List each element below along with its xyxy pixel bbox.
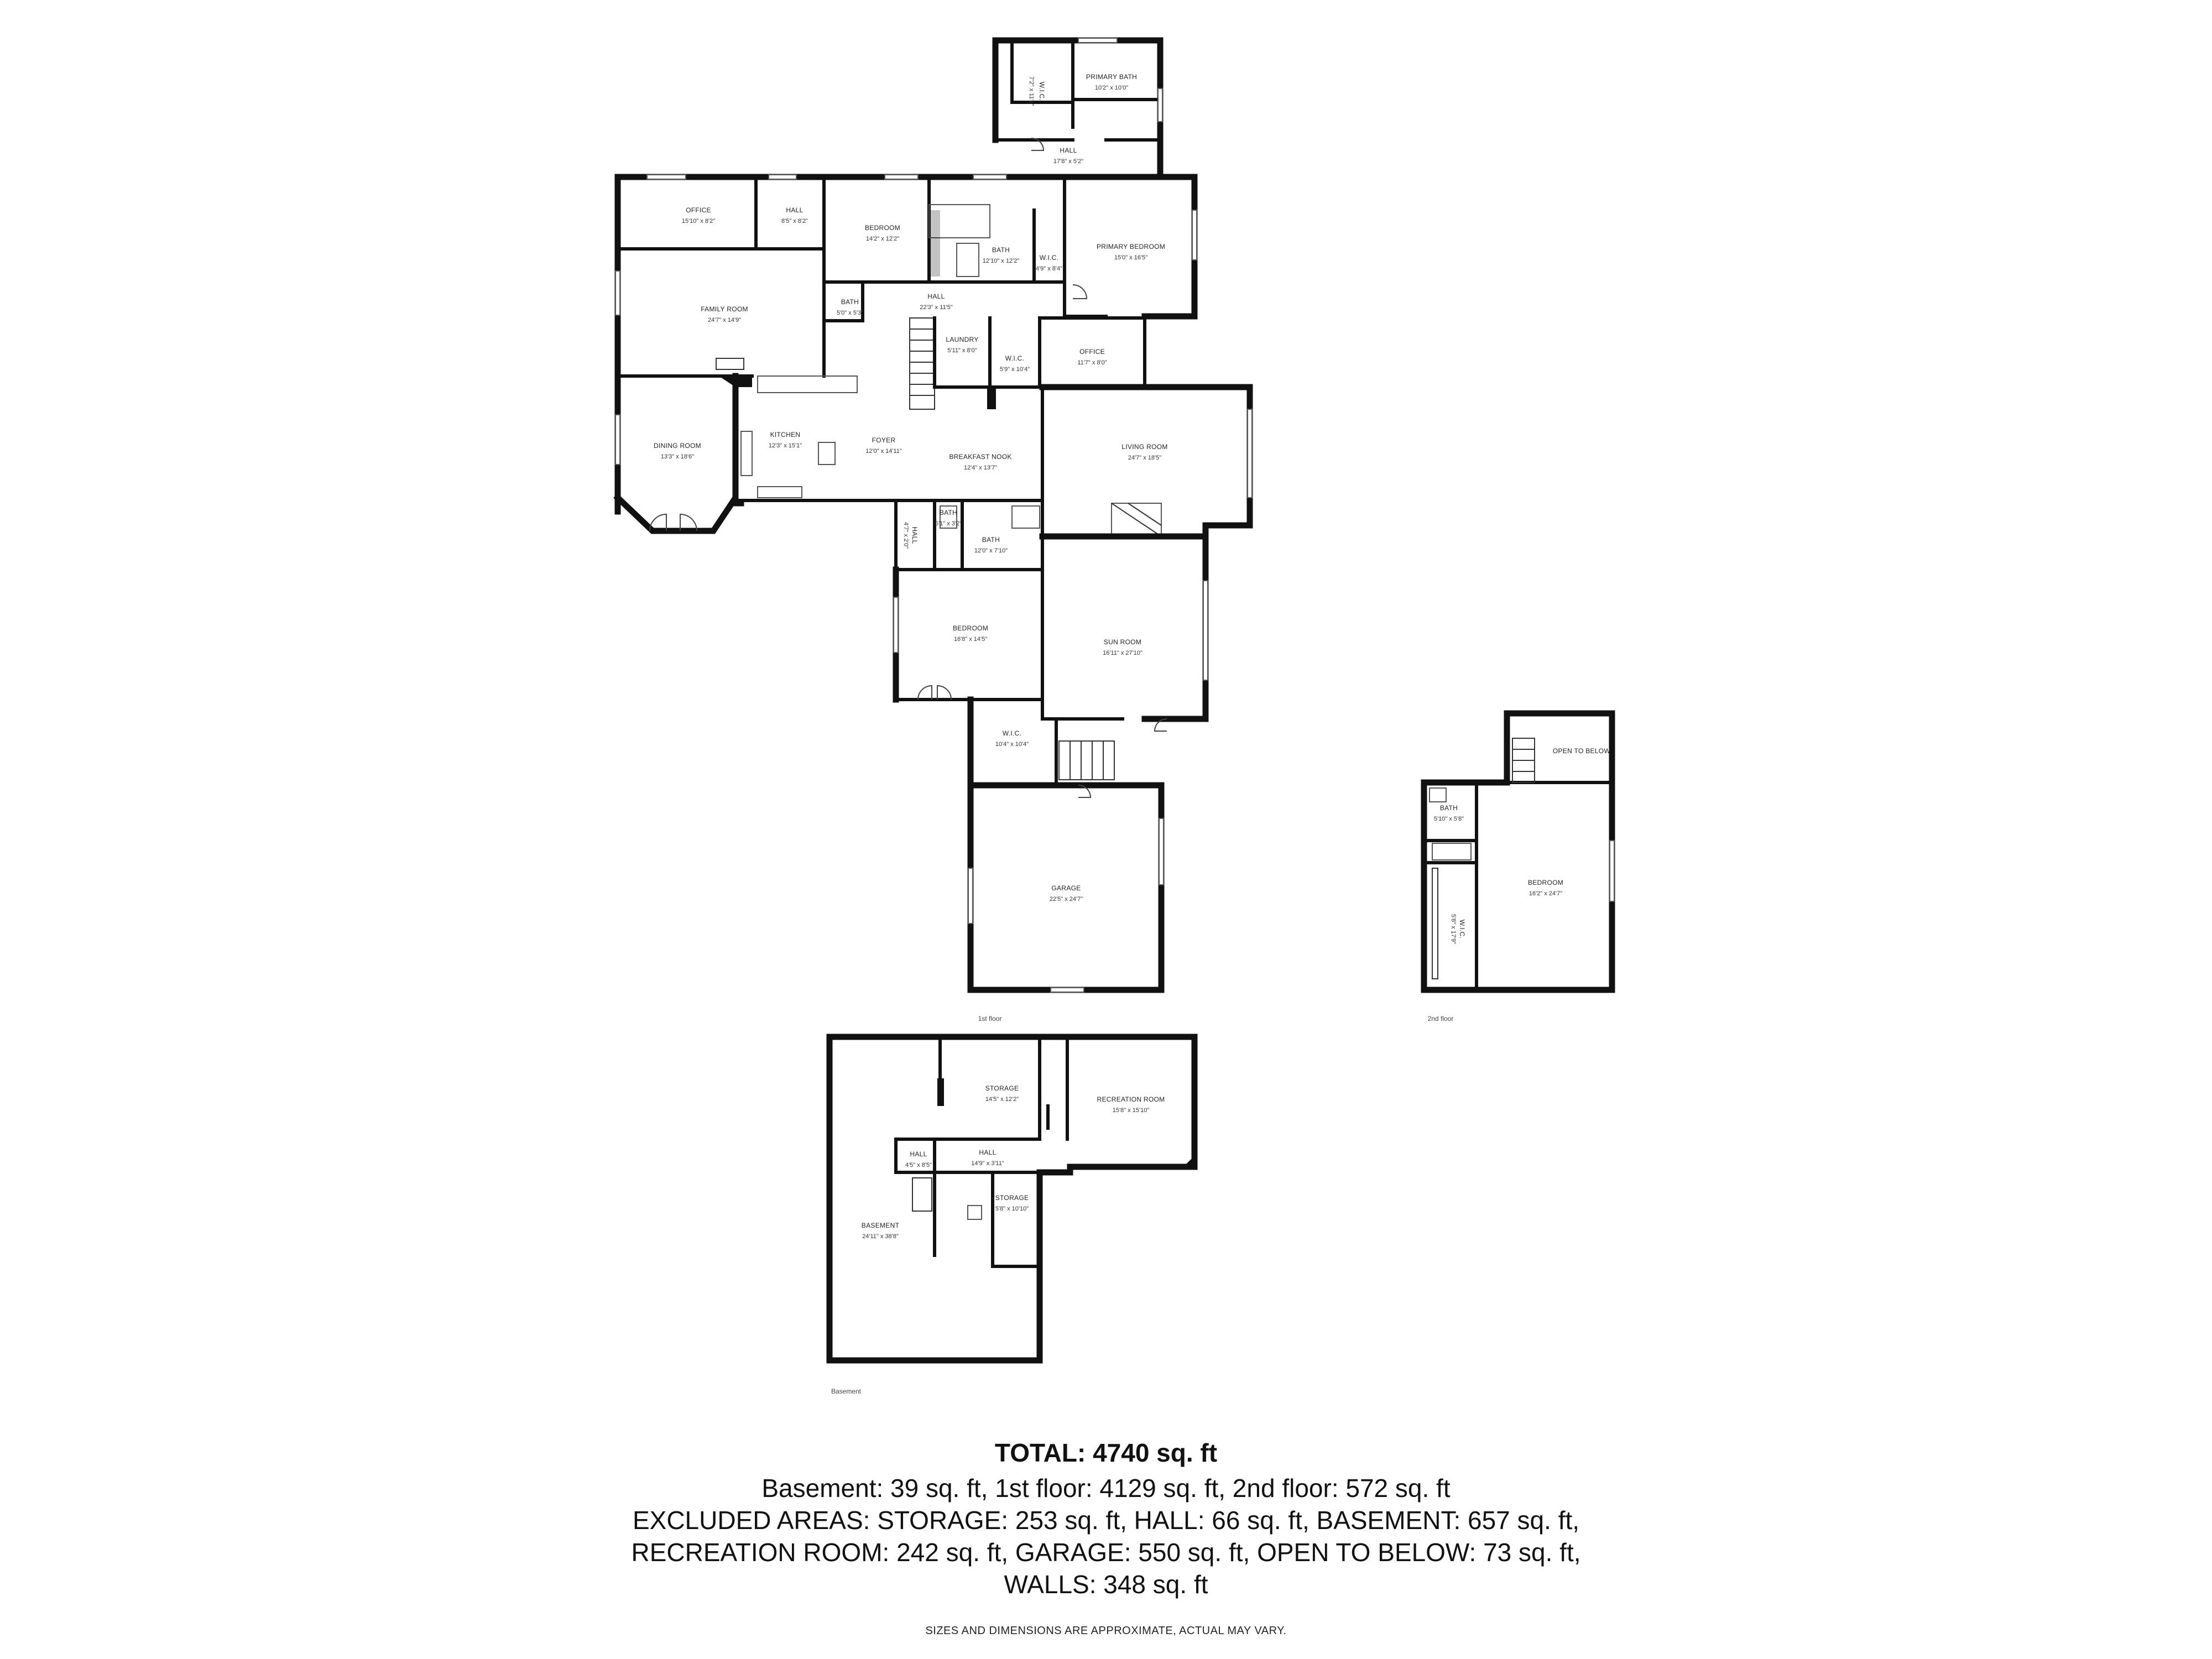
room-name-primary-bath: PRIMARY BATH [1086, 73, 1137, 81]
room-dim-hall-main: 22'3" x 11'5" [920, 304, 953, 311]
room-name-bath-2f: BATH [1440, 804, 1458, 812]
area-breakdown: Basement: 39 sq. ft, 1st floor: 4129 sq.… [0, 1472, 2212, 1600]
room-dim-storage-b1: 14'5" x 12'2" [985, 1096, 1019, 1103]
room-name-office-nw: OFFICE [686, 206, 711, 214]
room-name-office-mid: OFFICE [1079, 348, 1105, 356]
room-dim-bath-n: 12'10" x 12'2" [983, 258, 1020, 264]
room-name-hall-top: HALL [1060, 147, 1077, 154]
room-name-wic-n: W.I.C. [1040, 254, 1058, 262]
room-name-wic-top: W.I.C. [1038, 82, 1046, 101]
room-name-living-room: LIVING ROOM [1121, 443, 1167, 451]
room-name-sun-room: SUN ROOM [1104, 638, 1141, 646]
room-dim-office-mid: 11'7" x 8'0" [1077, 359, 1107, 366]
room-dim-basement: 24'11" x 38'8" [862, 1233, 899, 1240]
room-name-hall-s: HALL [911, 526, 919, 544]
room-name-bedroom-n: BEDROOM [865, 224, 900, 232]
room-dim-hall-b2: 14'9" x 3'11" [971, 1160, 1004, 1167]
room-dim-bath-s2: 12'0" x 7'10" [974, 547, 1008, 554]
total-area: TOTAL: 4740 sq. ft [994, 1438, 1218, 1467]
room-dim-family-room: 24'7" x 14'9" [708, 317, 741, 324]
room-dim-hall-top: 17'8" x 5'2" [1053, 158, 1083, 165]
room-dim-living-room: 24'7" x 18'5" [1128, 455, 1161, 461]
area-breakdown-line-4: WALLS: 348 sq. ft [1004, 1570, 1208, 1599]
room-name-wic-2f: W.I.C. [1458, 920, 1466, 938]
room-name-foyer: FOYER [872, 436, 896, 444]
room-dim-garage: 22'5" x 24'7" [1050, 896, 1083, 902]
room-dim-sun-room: 16'11" x 27'10" [1103, 650, 1142, 656]
room-dim-bedroom-2f: 16'2" x 24'7" [1529, 890, 1562, 897]
room-dim-wic-s: 10'4" x 10'4" [995, 741, 1029, 748]
room-name-bath-small: BATH [841, 298, 859, 306]
room-dim-primary-bath: 10'2" x 10'0" [1095, 85, 1128, 91]
room-name-bedroom-s: BEDROOM [953, 624, 988, 632]
room-dim-foyer: 12'0" x 14'11" [865, 448, 902, 455]
room-dim-wic-top: 7'2" x 11'1" [1028, 76, 1035, 106]
room-name-dining-room: DINING ROOM [654, 442, 701, 450]
room-name-storage-b2: STORAGE [995, 1194, 1029, 1202]
room-name-wic-s: W.I.C. [1003, 729, 1021, 737]
first-floor-plan [613, 37, 1253, 993]
area-breakdown-line-1: Basement: 39 sq. ft, 1st floor: 4129 sq.… [761, 1474, 1451, 1503]
room-name-open-to-below: OPEN TO BELOW [1553, 747, 1611, 755]
room-name-storage-b1: STORAGE [985, 1084, 1019, 1092]
room-dim-bath-small: 5'0" x 5'3" [837, 310, 863, 316]
room-name-bath-n: BATH [992, 246, 1010, 254]
room-dim-primary-bedroom: 15'0" x 16'5" [1114, 254, 1147, 261]
room-name-wic-mid: W.I.C. [1005, 354, 1024, 362]
room-name-breakfast-nook: BREAKFAST NOOK [949, 453, 1011, 461]
room-dim-bedroom-n: 14'2" x 12'2" [866, 236, 899, 242]
room-name-hall-b2: HALL [979, 1149, 996, 1156]
room-name-kitchen: KITCHEN [770, 431, 801, 439]
room-dim-kitchen: 12'3" x 15'1" [769, 442, 802, 449]
room-name-hall-nw: HALL [786, 206, 803, 214]
room-dim-bath-2f: 5'10" x 5'8" [1434, 816, 1464, 822]
room-dim-hall-nw: 8'5" x 8'2" [781, 218, 808, 225]
basement-plan [826, 1034, 1198, 1364]
room-dim-dining-room: 13'3" x 18'6" [661, 453, 694, 460]
room-dim-office-nw: 15'10" x 8'2" [682, 218, 715, 225]
room-dim-bedroom-s: 16'8" x 14'5" [954, 636, 987, 643]
floor-label-first: 1st floor [978, 1015, 1002, 1022]
disclaimer-note: SIZES AND DIMENSIONS ARE APPROXIMATE, AC… [925, 1625, 1287, 1637]
room-dim-storage-b2: 5'8" x 10'10" [995, 1206, 1029, 1212]
room-name-basement: BASEMENT [862, 1222, 900, 1229]
floor-label-basement: Basement [831, 1387, 862, 1395]
area-breakdown-line-3: RECREATION ROOM: 242 sq. ft, GARAGE: 550… [631, 1538, 1581, 1567]
room-name-hall-b1: HALL [910, 1150, 927, 1158]
room-name-laundry: LAUNDRY [946, 336, 978, 343]
room-dim-laundry: 5'11" x 8'0" [947, 347, 977, 354]
room-dim-bath-s1: 5'1" x 3'2" [935, 520, 962, 527]
second-floor-plan [1421, 710, 1615, 993]
room-labels: PRIMARY BATH 10'2" x 10'0" W.I.C. 7'2" x… [654, 73, 1610, 1240]
room-name-hall-main: HALL [927, 293, 945, 300]
room-dim-wic-2f: 5'8" x 17'9" [1450, 914, 1457, 944]
room-dim-recreation-room: 15'8" x 15'10" [1113, 1107, 1150, 1114]
floor-label-second: 2nd floor [1428, 1015, 1454, 1022]
room-dim-breakfast-nook: 12'4" x 13'7" [964, 465, 997, 471]
room-dim-hall-b1: 4'5" x 8'5" [905, 1162, 932, 1168]
room-name-family-room: FAMILY ROOM [701, 305, 748, 313]
room-name-bath-s2: BATH [982, 536, 1000, 544]
room-name-bath-s1: BATH [940, 509, 957, 517]
room-dim-wic-mid: 5'9" x 10'4" [1000, 366, 1030, 373]
room-name-primary-bedroom: PRIMARY BEDROOM [1097, 243, 1165, 251]
room-name-bedroom-2f: BEDROOM [1528, 879, 1563, 886]
room-name-garage: GARAGE [1051, 884, 1081, 892]
area-breakdown-line-2: EXCLUDED AREAS: STORAGE: 253 sq. ft, HAL… [632, 1506, 1580, 1535]
room-dim-wic-n: 4'9" x 8'4" [1036, 265, 1062, 272]
room-dim-hall-s: 4'7" x 2'0" [902, 522, 909, 549]
room-name-recreation-room: RECREATION ROOM [1097, 1095, 1165, 1103]
